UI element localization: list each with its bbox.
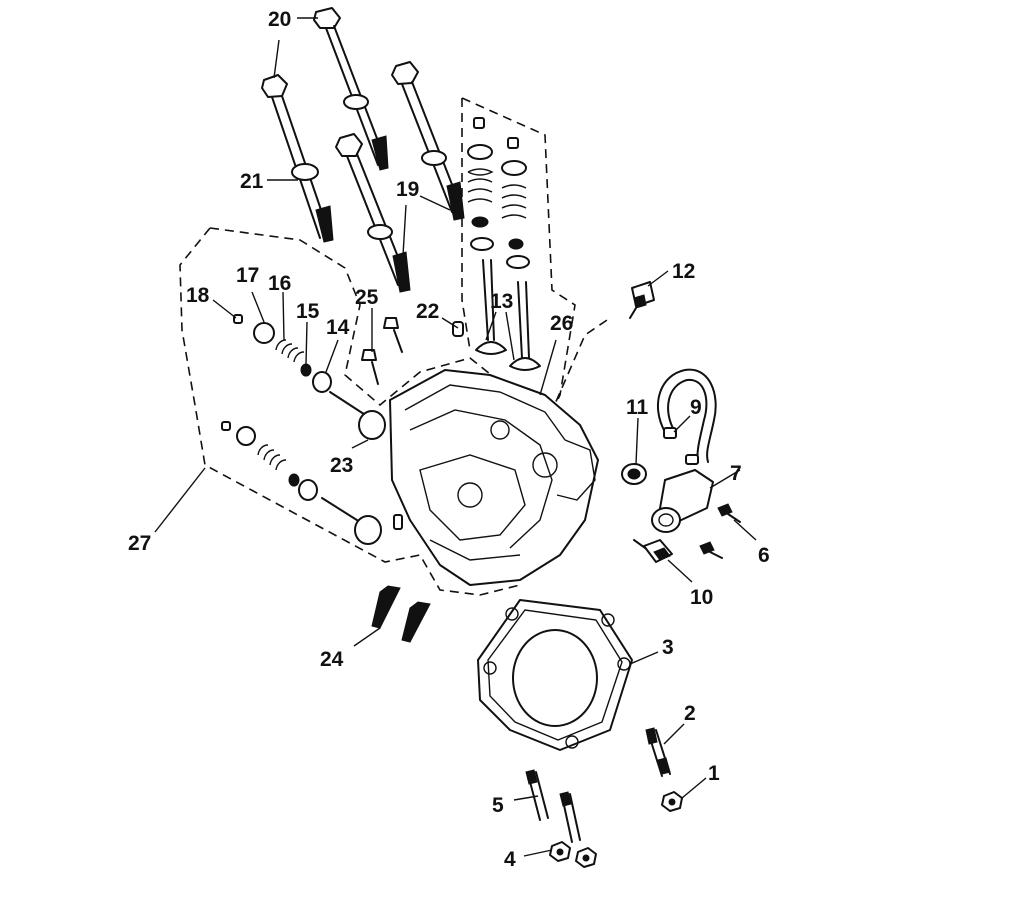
bolts-6 xyxy=(699,503,741,559)
stud-2 xyxy=(645,727,671,777)
callout-26: 26 xyxy=(550,312,573,335)
cylinder-head-group-outline xyxy=(209,227,611,422)
valve-train-group-outline xyxy=(461,97,576,421)
callout-3: 3 xyxy=(662,636,674,659)
callout-14: 14 xyxy=(326,316,350,339)
head-bolt-19-front xyxy=(335,133,411,293)
callout-17: 17 xyxy=(236,264,259,287)
water-outlet-housing-7 xyxy=(651,469,714,533)
head-bolt-20 xyxy=(313,7,389,171)
callout-19: 19 xyxy=(396,178,419,201)
callout-7: 7 xyxy=(730,462,742,485)
valve-train-group-outline-left xyxy=(461,98,471,351)
head-gasket-3 xyxy=(477,599,633,751)
left-valve-group-outline xyxy=(179,227,521,596)
callout-18: 18 xyxy=(186,284,210,307)
callout-9: 9 xyxy=(690,396,702,419)
callout-15: 15 xyxy=(296,300,320,323)
exhaust-valve-stack xyxy=(221,314,386,545)
callout-1: 1 xyxy=(708,762,720,785)
cylinder-head xyxy=(389,369,599,586)
callout-11: 11 xyxy=(626,396,649,419)
thermostat-11 xyxy=(621,463,647,485)
callout-6: 6 xyxy=(758,544,770,567)
stud-5 xyxy=(525,769,581,843)
leader-lines xyxy=(154,17,757,857)
callout-27: 27 xyxy=(128,532,151,555)
callout-2: 2 xyxy=(684,702,696,725)
sensor-10 xyxy=(633,539,673,563)
water-temperature-sensor-12 xyxy=(629,281,655,319)
callout-labels: 20 21 19 12 13 22 26 25 14 15 16 17 18 2… xyxy=(128,8,770,871)
nut-1 xyxy=(661,791,683,812)
head-bolt-19-rear xyxy=(391,61,465,221)
intake-valve-stack xyxy=(467,117,541,371)
callout-22: 22 xyxy=(416,300,439,323)
small-fasteners xyxy=(361,317,464,385)
callout-21: 21 xyxy=(240,170,264,193)
callout-4: 4 xyxy=(504,848,516,871)
hose-9 xyxy=(656,368,717,465)
callout-16: 16 xyxy=(268,272,291,295)
callout-13: 13 xyxy=(490,290,513,313)
head-bolt-21 xyxy=(261,74,334,243)
callout-10: 10 xyxy=(690,586,713,609)
callout-5: 5 xyxy=(492,794,504,817)
callout-23: 23 xyxy=(330,454,353,477)
callout-12: 12 xyxy=(672,260,695,283)
callout-20: 20 xyxy=(268,8,291,31)
callout-24: 24 xyxy=(320,648,344,671)
callout-25: 25 xyxy=(355,286,379,309)
nuts-4 xyxy=(549,841,597,868)
dowel-pins-24 xyxy=(371,585,431,643)
